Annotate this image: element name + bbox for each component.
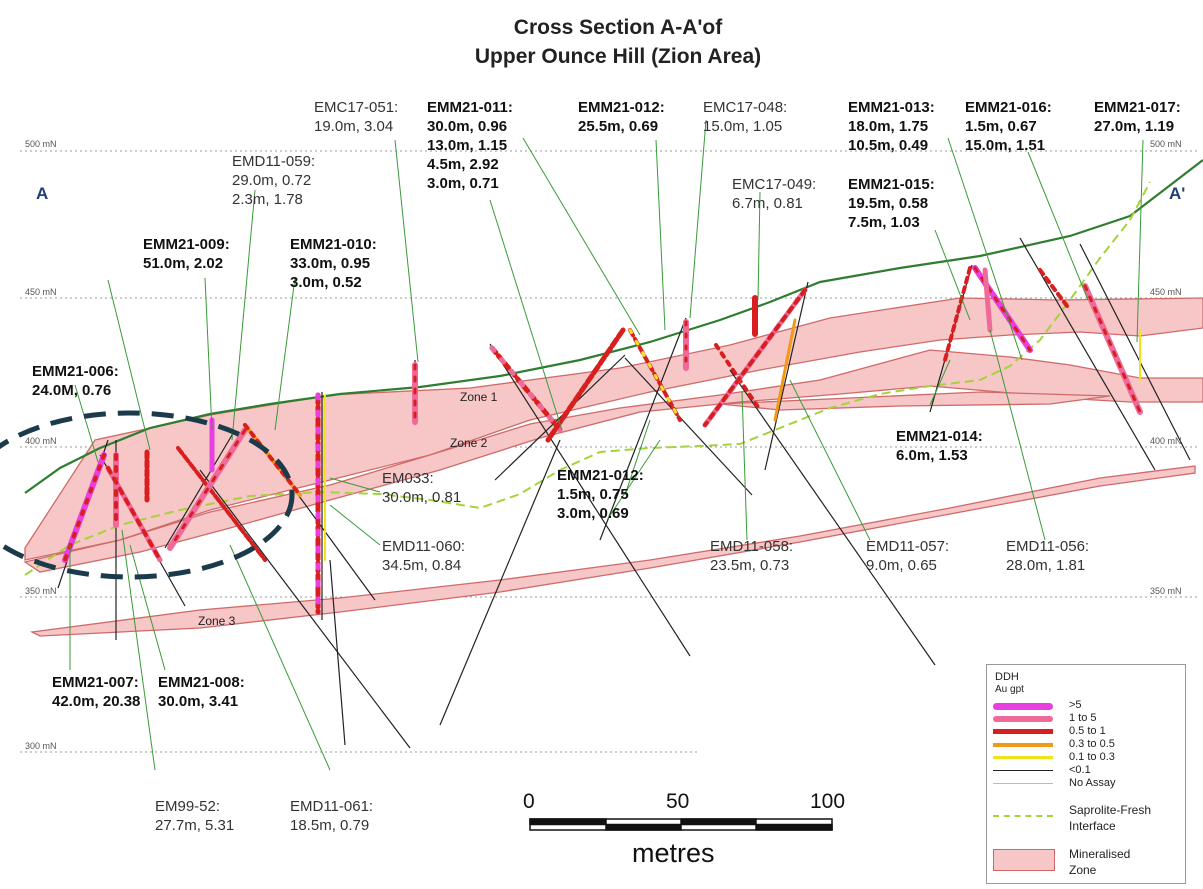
zone-1-label: Zone 1: [460, 390, 498, 404]
legend-item-05-1: 0.5 to 1: [987, 725, 1185, 737]
legend-item-mineralised-zone: Mineralised Zone: [987, 845, 1185, 879]
saprolite-fresh-interface: [24, 181, 1151, 576]
legend-swatch-no-assay: [993, 783, 1053, 784]
legend-swatch-05-1: [993, 729, 1053, 734]
zone-1-polygon: [24, 297, 1203, 561]
drill-label-emm21-008: EMM21-008:30.0m, 3.41: [158, 674, 245, 710]
elevation-400-left: 400 mN: [25, 436, 57, 446]
legend-label-saprolite-1: Saprolite-Fresh: [1069, 803, 1152, 817]
legend-item-1-5: 1 to 5: [987, 712, 1185, 724]
legend-label-no-assay: No Assay: [1069, 777, 1116, 789]
legend-subtitle: Au gpt: [995, 684, 1024, 695]
section-end-left: A: [36, 184, 49, 203]
diagram-title-line2: Upper Ounce Hill (Zion Area): [474, 45, 762, 68]
drill-label-emd11-061: EMD11-061:18.5m, 0.79: [290, 798, 374, 834]
drill-label-emm21-017: EMM21-017:27.0m, 1.19: [1094, 99, 1181, 135]
zone-3-label: Zone 3: [198, 614, 236, 628]
assay-intervals: [62, 265, 1143, 615]
legend-swatch-03-05: [993, 743, 1053, 747]
zone-2-polygon: [23, 349, 1203, 573]
scale-tick-50: 50: [666, 790, 690, 813]
drill-label-emm21-006: EMM21-006:24.0M, 0.76: [32, 363, 119, 399]
legend-item-01-03: 0.1 to 0.3: [987, 751, 1185, 763]
legend-item-no-assay: No Assay: [987, 777, 1185, 789]
scale-bar: [529, 818, 833, 831]
drill-label-emm21-007: EMM21-007:42.0m, 20.38: [52, 674, 141, 710]
elevation-450-left: 450 mN: [25, 287, 57, 297]
drill-label-emd11-060: EMD11-060:34.5m, 0.84: [382, 538, 466, 574]
legend-label-gt5: >5: [1069, 699, 1082, 711]
elevation-300-left: 300 mN: [25, 741, 57, 751]
legend-item-saprolite: Saprolite-Fresh Interface: [987, 801, 1185, 837]
drill-label-emd11-057: EMD11-057:9.0m, 0.65: [866, 538, 950, 574]
mineralised-zones: [23, 297, 1203, 637]
drill-label-emd11-056: EMD11-056:28.0m, 1.81: [1006, 538, 1090, 574]
legend-item-lt01: <0.1: [987, 764, 1185, 776]
legend-label-1-5: 1 to 5: [1069, 712, 1097, 724]
legend-item-03-05: 0.3 to 0.5: [987, 738, 1185, 750]
drill-label-emc17-051: EMC17-051:19.0m, 3.04: [314, 99, 399, 135]
legend-swatch-1-5: [993, 716, 1053, 722]
drill-label-emm21-014: EMM21-014:6.0m, 1.53: [896, 428, 983, 464]
zone-3-polygon: [29, 465, 1196, 637]
diagram-title-line1: Cross Section A-A'of: [513, 16, 723, 39]
drill-label-emm21-012-top: EMM21-012:25.5m, 0.69: [578, 99, 665, 135]
legend-swatch-lt01: [993, 770, 1053, 771]
legend-label-01-03: 0.1 to 0.3: [1069, 751, 1115, 763]
drill-label-emm21-009: EMM21-009:51.0m, 2.02: [143, 236, 230, 272]
elevation-350-right: 350 mN: [1150, 586, 1182, 596]
drill-label-em99-52: EM99-52:27.7m, 5.31: [155, 798, 235, 834]
legend-label-zone: Zone: [1069, 863, 1097, 877]
elevation-400-right: 400 mN: [1150, 436, 1182, 446]
elevation-450-right: 450 mN: [1150, 287, 1182, 297]
legend-label-05-1: 0.5 to 1: [1069, 725, 1106, 737]
legend-swatch-mineralised-zone: [993, 849, 1055, 871]
label-leader-lines: [69, 119, 1144, 771]
drill-label-emd11-058: EMD11-058:23.5m, 0.73: [710, 538, 794, 574]
legend-label-mineralised: Mineralised: [1069, 847, 1131, 861]
legend-label-saprolite-2: Interface: [1069, 819, 1116, 833]
scale-unit-label: metres: [632, 838, 715, 868]
topography-line: [24, 159, 1203, 494]
section-end-right: A': [1169, 184, 1186, 203]
elevation-350-left: 350 mN: [25, 586, 57, 596]
legend-label-03-05: 0.3 to 0.5: [1069, 738, 1115, 750]
legend-swatch-gt5: [993, 703, 1053, 710]
legend-swatch-01-03: [993, 756, 1053, 759]
legend-swatch-saprolite: [993, 815, 1053, 817]
elevation-500-right: 500 mN: [1150, 139, 1182, 149]
drill-label-emc17-048: EMC17-048:15.0m, 1.05: [703, 99, 788, 135]
highlight-dashed-circle: [0, 410, 295, 580]
legend: DDH Au gpt >5 1 to 5 0.5 to 1 0.3 to 0.5…: [986, 664, 1186, 884]
scale-tick-100: 100: [810, 790, 846, 813]
elevation-500-left: 500 mN: [25, 139, 57, 149]
drill-label-em033: EM033:30.0m, 0.81: [382, 470, 462, 506]
scale-tick-0: 0: [523, 790, 535, 813]
zone-2-label: Zone 2: [450, 436, 488, 450]
legend-item-gt5: >5: [987, 699, 1185, 711]
drill-label-emc17-049: EMC17-049:6.7m, 0.81: [732, 176, 817, 212]
legend-label-lt01: <0.1: [1069, 764, 1091, 776]
legend-title: DDH: [995, 671, 1019, 683]
